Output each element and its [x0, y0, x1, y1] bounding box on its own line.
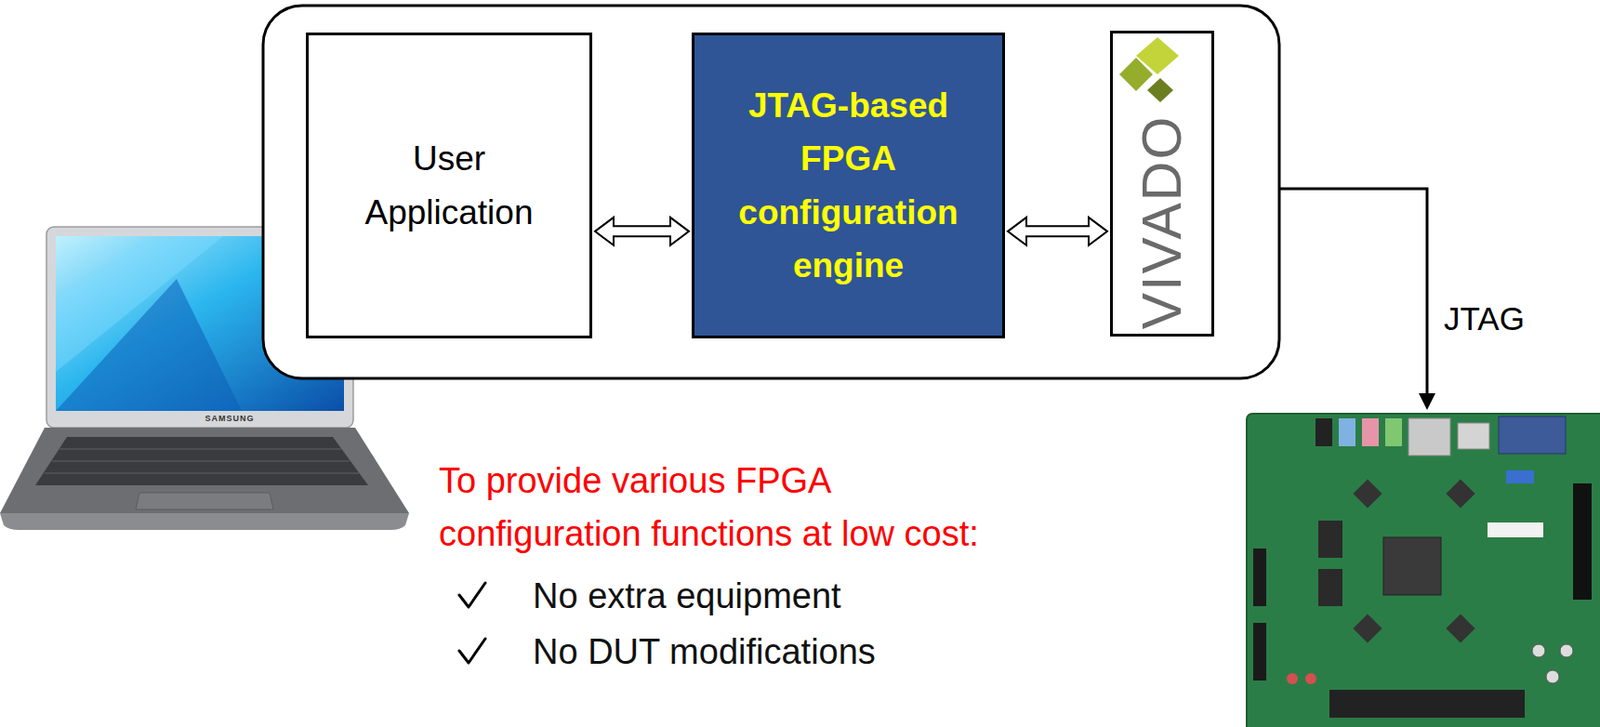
fmc-connector — [1573, 483, 1592, 600]
process-box: User Application — [305, 32, 593, 339]
engine-box: JTAG-based FPGA configuration engine — [691, 32, 1005, 339]
push-button — [1560, 644, 1574, 658]
fpga-board — [1246, 413, 1600, 727]
barcode-sticker — [1487, 522, 1544, 538]
memory-chip — [1318, 520, 1343, 558]
vga-connector — [1498, 416, 1566, 454]
laptop-base — [0, 427, 410, 514]
pin-header — [1253, 548, 1267, 607]
fpga-chip — [1383, 537, 1442, 596]
push-button — [1546, 670, 1560, 684]
audio-jack — [1338, 418, 1356, 447]
ethernet-jack — [1408, 418, 1451, 456]
hollow-arrow — [1007, 217, 1108, 246]
push-button — [1305, 673, 1317, 685]
goal-note: To provide various FPGA configuration fu… — [438, 454, 981, 561]
audio-jack — [1361, 418, 1379, 447]
screen-shape — [55, 236, 224, 372]
checklist-item: No extra equipment — [532, 570, 842, 622]
hollow-arrow — [595, 217, 689, 246]
brand-mark: SAMSUNG — [204, 412, 254, 425]
smd-chip — [1352, 478, 1382, 508]
jtag-wire — [1280, 188, 1428, 396]
signal-label: JTAG — [1443, 295, 1525, 344]
check-mark — [459, 638, 486, 663]
audio-jack — [1315, 418, 1333, 447]
push-button — [1286, 673, 1298, 685]
smd-chip — [1352, 613, 1382, 643]
smd-chip — [1445, 613, 1475, 643]
laptop-touchpad — [135, 492, 274, 510]
pin-header — [1253, 622, 1267, 681]
jtag-arrowhead — [1418, 393, 1436, 410]
keyboard-rows — [44, 449, 359, 474]
jumper — [1506, 470, 1534, 484]
laptop-keyboard — [35, 436, 369, 486]
switch-bank — [1329, 689, 1525, 718]
audio-jack — [1385, 418, 1402, 447]
laptop-edge — [0, 513, 410, 530]
box-label: JTAG-based FPGA configuration engine — [709, 79, 988, 292]
box-label: User Application — [345, 132, 553, 239]
memory-chip — [1318, 568, 1343, 607]
vivado-logo — [1147, 78, 1174, 103]
checklist-item: No DUT modifications — [532, 626, 876, 678]
software-container — [263, 5, 1280, 379]
usb-port — [1457, 423, 1490, 450]
tool-logo-box: VIVADO — [1110, 30, 1215, 337]
push-button — [1532, 644, 1546, 658]
smd-chip — [1445, 478, 1475, 508]
vivado-logo — [1119, 57, 1153, 92]
logo-text: VIVADO — [1135, 115, 1191, 331]
check-mark — [459, 582, 486, 608]
